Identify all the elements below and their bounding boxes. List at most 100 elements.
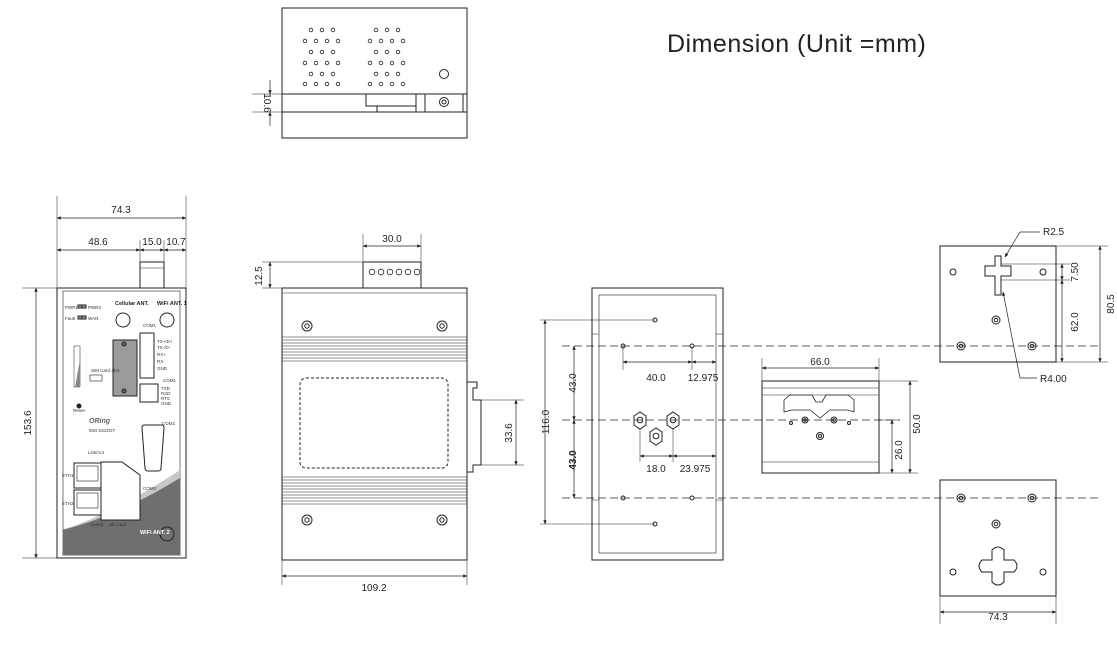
dim-side-top-height: 12.5	[254, 266, 265, 286]
dim-side-width: 109.2	[361, 583, 386, 594]
dim-front-width: 74.3	[111, 205, 131, 216]
label-term-0: TX+/D+	[157, 339, 173, 344]
label-eth1: ETH1	[62, 473, 74, 478]
vent-hole	[335, 81, 341, 87]
label-wifi-ant1: WiFi ANT. 1	[157, 301, 187, 307]
dim-top-height: 10.6	[261, 93, 272, 113]
vent-hole	[395, 27, 401, 33]
din-rail-bracket	[761, 358, 918, 474]
diagram-title: Dimension (Unit =mm)	[667, 30, 927, 58]
label-com-pin-2: RTS	[161, 396, 170, 401]
label-term-1: TX-/D-	[157, 345, 171, 350]
vent-hole	[330, 27, 336, 33]
vent-hole	[308, 27, 314, 33]
vent-hole	[400, 60, 406, 66]
label-sim-card-slot: SIM Card Slot	[91, 368, 120, 373]
front-view	[22, 196, 187, 559]
dim-wall-slot-radius: R2.5	[1043, 227, 1065, 238]
label-model: IMG-5222GT	[89, 428, 116, 433]
connector-pin	[413, 268, 421, 276]
label-link-act: Link/Act	[88, 450, 105, 455]
vent-hole	[373, 49, 379, 55]
vent-hole	[324, 38, 330, 44]
vent-hole	[389, 38, 395, 44]
label-pwr1: PWR1	[65, 305, 78, 310]
connector-pin	[404, 268, 412, 276]
vent-hole	[384, 49, 390, 55]
vent-hole	[373, 71, 379, 77]
dim-rear-stud-offset: 23.975	[680, 464, 711, 475]
vent-hole	[313, 81, 319, 87]
side-connector-pins	[368, 268, 421, 276]
label-speed: Speed	[90, 522, 104, 527]
label-com3: COM3	[143, 486, 156, 491]
connector-pin	[377, 268, 385, 276]
vent-hole	[400, 38, 406, 44]
vent-hole	[319, 49, 325, 55]
connector-pin	[395, 268, 403, 276]
vent-holes	[302, 27, 406, 87]
dim-front-w3: 10.7	[166, 237, 186, 248]
label-eth2: ETH2	[62, 501, 74, 506]
vent-hole	[373, 27, 379, 33]
connector-pin	[386, 268, 394, 276]
vent-hole	[302, 81, 308, 87]
label-sd-card: SD Card	[109, 522, 127, 527]
alignment-lines	[562, 345, 1100, 499]
vent-hole	[367, 38, 373, 44]
vent-hole	[384, 27, 390, 33]
label-reset: Reset	[73, 408, 86, 413]
dim-wall-plate-height: 80.5	[1106, 294, 1117, 314]
vent-hole	[319, 71, 325, 77]
dim-wall-plate-mid: 62.0	[1070, 312, 1081, 332]
vent-hole	[302, 38, 308, 44]
label-com-pin-3: GND	[161, 401, 172, 406]
label-com1: COM1	[163, 378, 176, 383]
dim-side-clip-height: 33.6	[504, 423, 515, 443]
label-term-2: RX+	[157, 352, 166, 357]
vent-hole	[378, 60, 384, 66]
dim-rear-stud-spacing: 18.0	[646, 464, 666, 475]
brand-logo: ORing	[89, 418, 111, 425]
dim-rear-hole-x: 40.0	[646, 373, 666, 384]
dim-rear-height-total: 116.0	[541, 409, 552, 434]
dim-rear-hole-x-offset: 12.975	[688, 373, 719, 384]
dim-front-w1: 48.6	[88, 237, 108, 248]
dim-din-rail-offset: 26.0	[894, 440, 905, 460]
vent-hole	[378, 81, 384, 87]
connector-pin	[368, 268, 376, 276]
label-term-3: RX-	[157, 359, 165, 364]
vent-hole	[308, 71, 314, 77]
label-term-4: GND	[157, 366, 168, 371]
label-com-pin-1: RXD	[161, 391, 171, 396]
dim-wall-keyhole-radius: R4.00	[1040, 374, 1067, 385]
label-wifi-ant2: WiFi ANT. 2	[140, 530, 170, 536]
vent-hole	[389, 81, 395, 87]
vent-hole	[319, 27, 325, 33]
dim-front-height: 153.6	[23, 410, 34, 435]
vent-hole	[395, 71, 401, 77]
vent-hole	[335, 60, 341, 66]
front-panel-labels: PWR1 PWR2 Fault WAN Cellular ANT. WiFi A…	[62, 301, 187, 536]
vent-hole	[302, 60, 308, 66]
label-com-pin-0: TXD	[161, 386, 171, 391]
vent-hole	[395, 49, 401, 55]
label-com2: COM2	[162, 421, 175, 426]
dim-front-w2: 15.0	[142, 237, 162, 248]
vent-hole	[389, 60, 395, 66]
dim-rear-lower: 43.0	[568, 450, 579, 470]
vent-hole	[384, 71, 390, 77]
vent-hole	[313, 60, 319, 66]
dim-wall-slot-height: 7.50	[1070, 262, 1081, 282]
vent-hole	[324, 60, 330, 66]
wall-plate-lower	[939, 479, 1057, 624]
vent-hole	[400, 81, 406, 87]
label-cellular-ant: Cellular ANT.	[115, 301, 149, 307]
label-fault: Fault	[65, 316, 76, 321]
dim-side-connector-width: 30.0	[382, 234, 402, 245]
label-wan: WAN	[88, 316, 98, 321]
dim-wall-plate-width: 74.3	[988, 612, 1008, 623]
vent-hole	[330, 49, 336, 55]
top-view	[252, 7, 468, 139]
